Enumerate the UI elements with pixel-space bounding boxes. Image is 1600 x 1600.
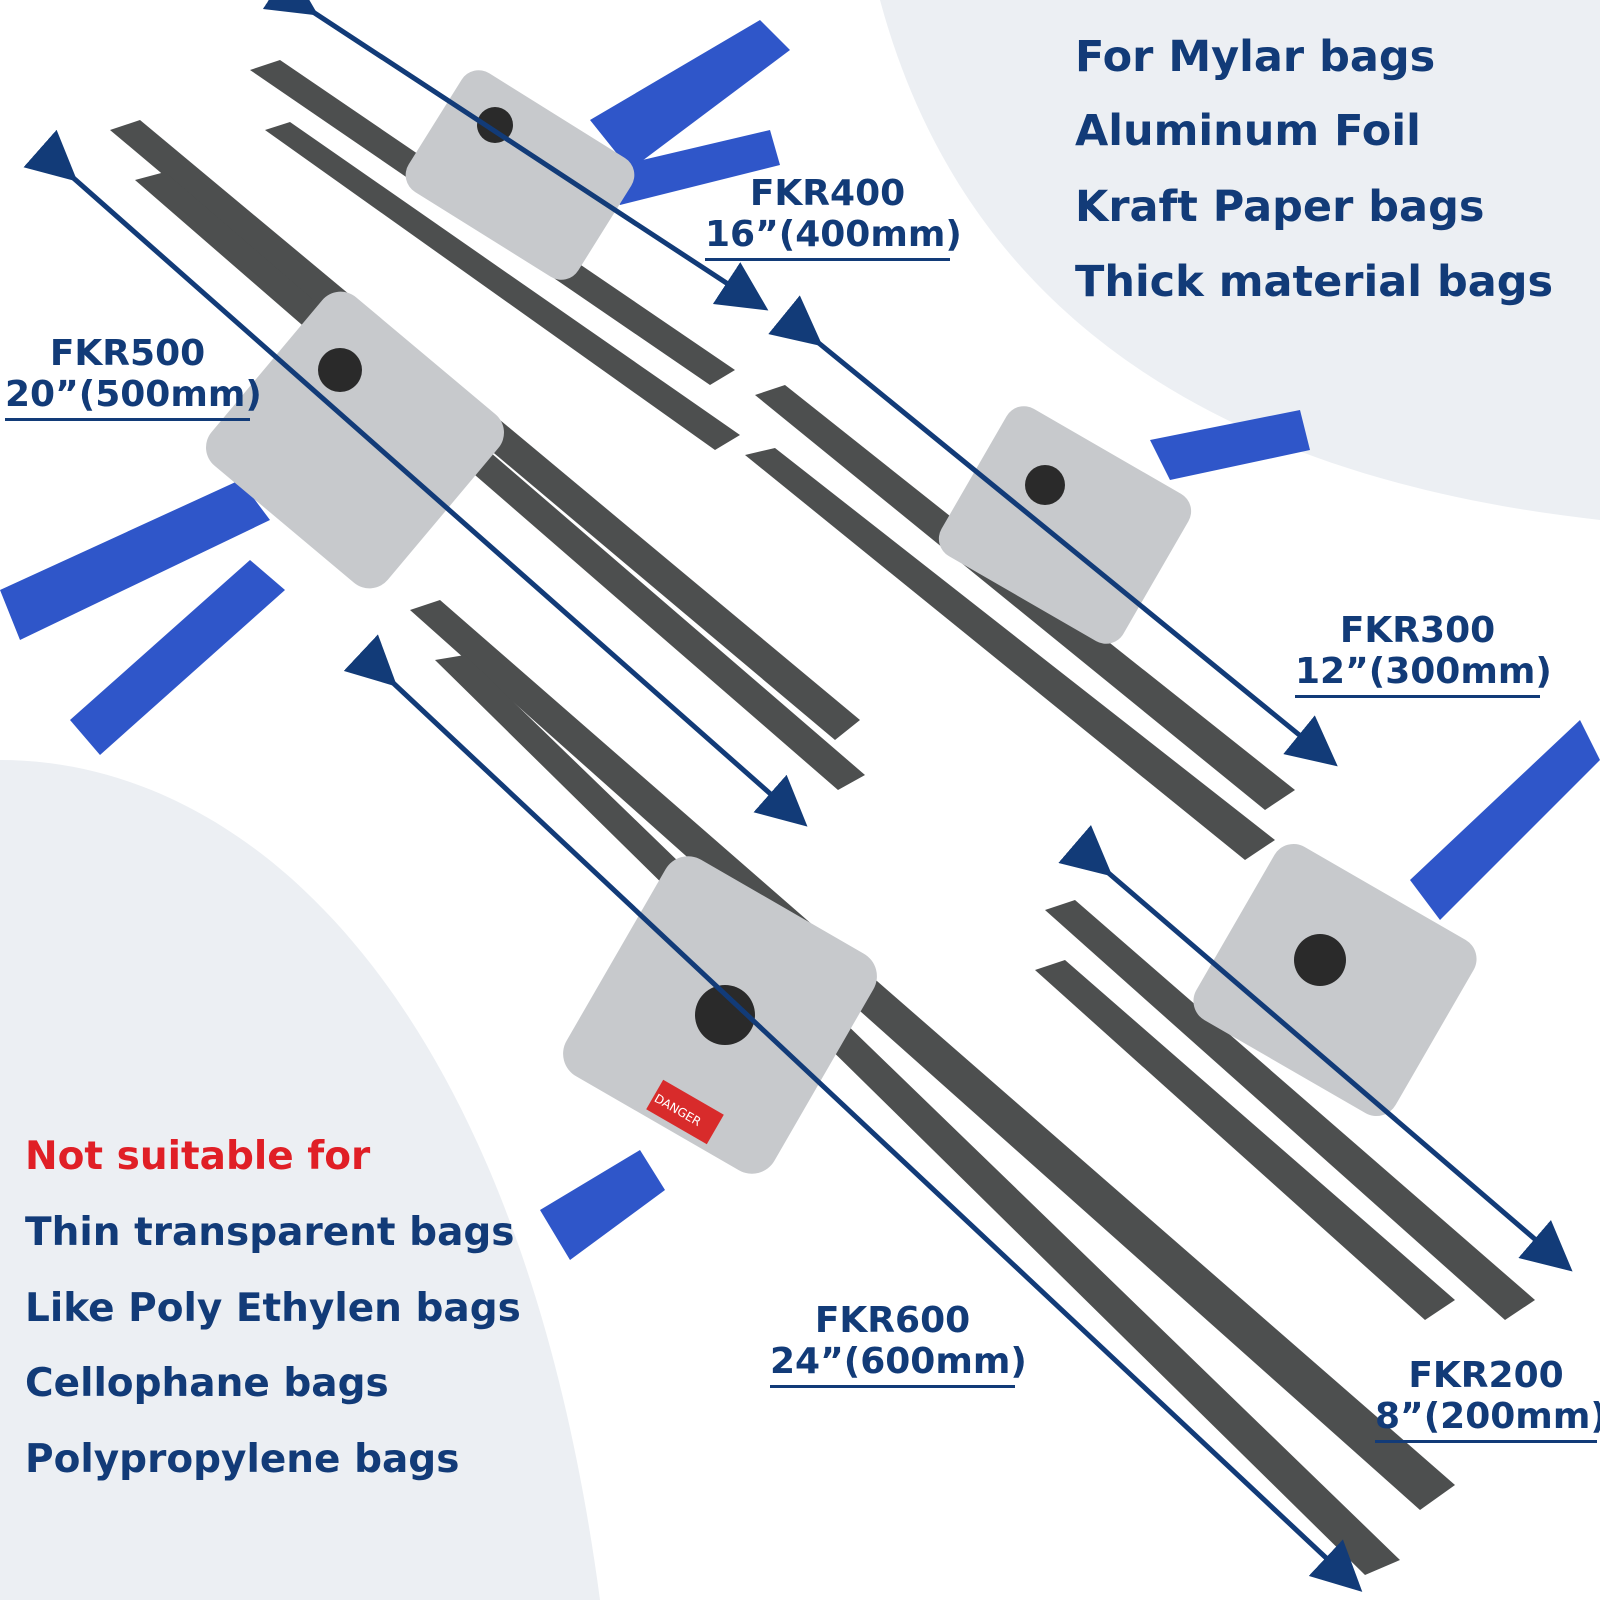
- body-fkr400: [405, 70, 635, 280]
- knob-fkr300: [1025, 465, 1065, 505]
- model-fkr600: FKR600: [814, 1300, 971, 1341]
- not-suitable-item-3: Cellophane bags: [25, 1361, 389, 1406]
- sealer-fkr300: [745, 385, 1310, 860]
- arrow-fkr600: [343, 634, 1363, 1592]
- label-fkr500: FKR500 20”(500mm): [5, 333, 262, 421]
- not-suitable-item-4: Polypropylene bags: [25, 1437, 460, 1482]
- handle-fkr600: [540, 1150, 665, 1260]
- suitable-panel: [880, 0, 1600, 520]
- size-fkr200: 8”(200mm): [1375, 1396, 1600, 1443]
- suitable-item-1: For Mylar bags: [1075, 32, 1436, 82]
- arrow-fkr200: [1058, 824, 1573, 1272]
- knob-fkr200: [1294, 934, 1346, 986]
- knob-fkr500: [318, 348, 362, 392]
- model-fkr500: FKR500: [49, 333, 206, 374]
- handle-fkr200: [1410, 720, 1600, 920]
- label-fkr200: FKR200 8”(200mm): [1375, 1355, 1600, 1443]
- suitable-item-2: Aluminum Foil: [1075, 106, 1421, 156]
- not-suitable-item-1: Thin transparent bags: [25, 1210, 515, 1255]
- model-fkr400: FKR400: [749, 173, 906, 214]
- model-fkr300: FKR300: [1339, 610, 1496, 651]
- suitable-item-3: Kraft Paper bags: [1075, 182, 1485, 232]
- suitable-item-4: Thick material bags: [1075, 257, 1554, 307]
- label-fkr300: FKR300 12”(300mm): [1295, 610, 1552, 698]
- label-fkr600: FKR600 24”(600mm): [770, 1300, 1027, 1388]
- model-fkr200: FKR200: [1408, 1355, 1564, 1396]
- label-fkr400: FKR400 16”(400mm): [705, 173, 962, 261]
- size-fkr300: 12”(300mm): [1295, 651, 1552, 698]
- not-suitable-heading: Not suitable for: [25, 1134, 371, 1179]
- danger-sticker: [646, 1079, 724, 1145]
- size-fkr500: 20”(500mm): [5, 374, 262, 421]
- size-fkr400: 16”(400mm): [705, 214, 962, 261]
- not-suitable-item-2: Like Poly Ethylen bags: [25, 1286, 521, 1331]
- size-fkr600: 24”(600mm): [770, 1341, 1027, 1388]
